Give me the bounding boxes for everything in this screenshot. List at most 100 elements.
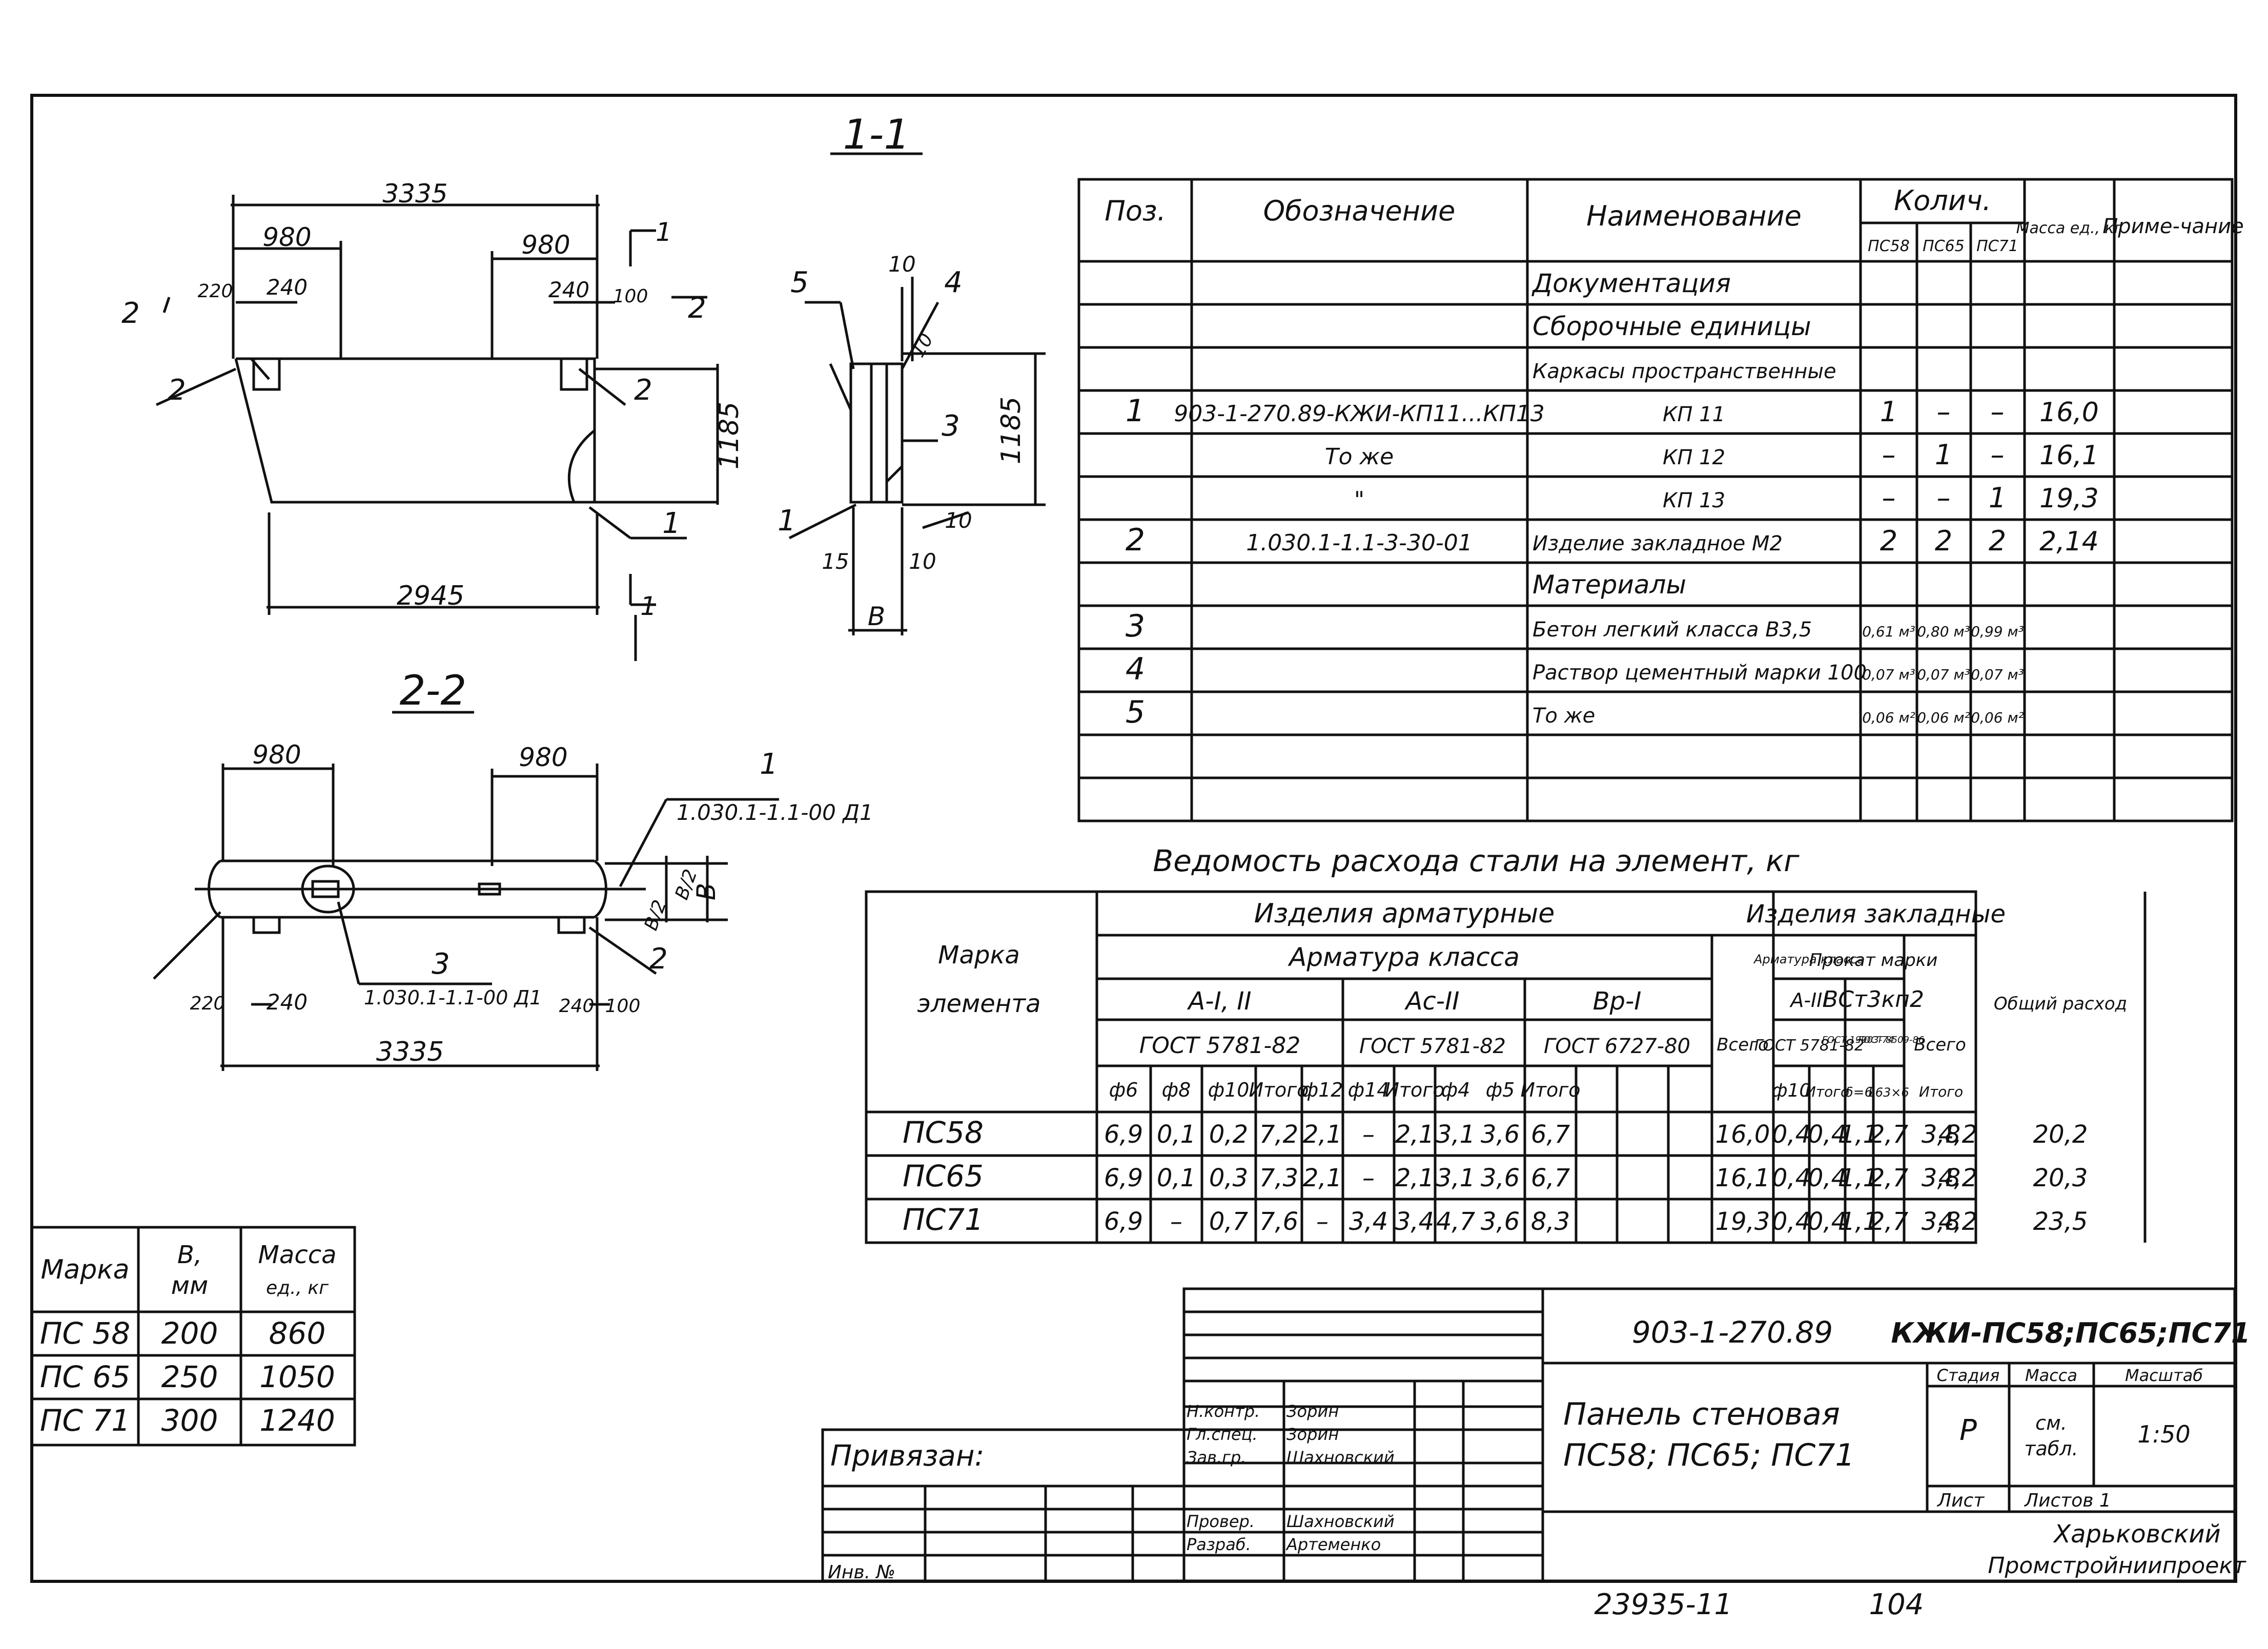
dim-240-left-2: 240	[267, 990, 308, 1015]
spec-row-q3: 2	[1989, 525, 2006, 557]
dim-15: 15	[822, 549, 849, 574]
spec-header-qty-c: ПС71	[1976, 237, 2018, 255]
dim-980-left-2: 980	[252, 740, 301, 770]
steel-row-value: 2,1	[1395, 1164, 1434, 1192]
steel-row-value: 6,9	[1104, 1164, 1143, 1192]
steel-row-value: 0,2	[1209, 1120, 1248, 1149]
steel-header-arm-items: Изделия арматурные	[1254, 898, 1555, 929]
steel-row-value: 0,4	[1808, 1164, 1847, 1192]
steel-row-mark: ПС71	[903, 1202, 984, 1237]
mark-header-b: В,	[177, 1241, 202, 1269]
spec-table-grid	[1077, 178, 2234, 822]
mark-header-b-unit: мм	[171, 1271, 208, 1300]
steel-row-value: –	[1362, 1120, 1375, 1149]
mark-row-b: 300	[161, 1403, 218, 1438]
steel-row-value: 2,7	[1869, 1207, 1909, 1236]
dim-100-2: 100	[605, 996, 641, 1017]
title-attached: Привязан:	[830, 1439, 984, 1473]
steel-row-value: 0,4	[1772, 1207, 1811, 1236]
steel-row-value: 1,1	[1840, 1120, 1878, 1149]
steel-subheader-emb-total: Итого	[1805, 1083, 1849, 1100]
steel-row-mark: ПС58	[903, 1115, 984, 1150]
steel-header-emb-arm: Арматура класса	[1753, 952, 1865, 966]
spec-row-q1: 1	[1880, 396, 1897, 428]
spec-row-q3: 0,07 м³	[1971, 666, 2024, 683]
steel-row-value: 6,9	[1104, 1120, 1143, 1149]
steel-header-overall: Общий расход	[1994, 994, 2127, 1014]
title-sign-name: Зорин	[1286, 1401, 1339, 1421]
spec-header-mass: Масса ед., кг	[2016, 219, 2122, 237]
steel-row-value: 0,1	[1157, 1164, 1196, 1192]
dim-220: 220	[198, 281, 233, 302]
dim-10-bottom: 10	[945, 508, 972, 533]
spec-row-q1: 0,06 м²	[1862, 709, 1915, 726]
steel-header-a1: А-I, II	[1187, 987, 1251, 1016]
spec-row-name: КП 13	[1663, 489, 1725, 512]
steel-header-gost-c: ГОСТ 6727-80	[1544, 1035, 1690, 1058]
dim-3335-top: 3335	[382, 179, 447, 209]
title-sheet-code: КЖИ-ПС58;ПС65;ПС71	[1891, 1317, 2251, 1349]
steel-header-rolled: Прокат марки	[1809, 950, 1938, 971]
steel-row-value: 2,1	[1303, 1120, 1342, 1149]
mark-1-2: 1	[760, 748, 778, 781]
dim-b-2: B	[691, 883, 721, 900]
steel-subheader: ф8	[1162, 1079, 1191, 1101]
spec-row-name: Материалы	[1533, 570, 1686, 600]
title-sign-role: Гл.спец.	[1187, 1425, 1258, 1444]
title-sign-name: Артеменко	[1285, 1535, 1381, 1554]
dim-980-right: 980	[521, 230, 570, 260]
dim-10-top: 10	[888, 252, 915, 277]
spec-header-qty-a: ПС58	[1868, 237, 1910, 255]
spec-row-designation: 1.030.1-1.1-3-30-01	[1246, 530, 1472, 556]
dim-240-right: 240	[548, 277, 589, 302]
steel-subheader: Итого	[1249, 1079, 1309, 1101]
mark-header-mass-unit: ед., кг	[266, 1277, 329, 1298]
steel-row-value: 19,3	[1715, 1207, 1770, 1236]
spec-row-name: Раствор цементный марки 100	[1533, 661, 1867, 685]
mark-table-grid	[30, 1226, 356, 1447]
steel-row-value: 0,3	[1209, 1164, 1248, 1192]
mark-row-b: 200	[161, 1316, 218, 1351]
spec-row-q1: 0,61 м³	[1862, 623, 1915, 640]
spec-row-name: Каркасы пространственные	[1533, 360, 1836, 383]
mark-2-left: 2	[168, 374, 186, 407]
steel-header-emb-a3: А-III	[1789, 989, 1828, 1012]
steel-subheader: Итого	[1384, 1079, 1444, 1101]
steel-row-mark: ПС65	[903, 1159, 984, 1193]
dim-100: 100	[613, 286, 648, 307]
title-sign-name: Зорин	[1286, 1425, 1339, 1444]
steel-header-gost-b: ГОСТ 5781-82	[1359, 1035, 1506, 1058]
title-sign-name: Шахновский	[1286, 1512, 1395, 1531]
steel-row-value: 3,8	[1922, 1120, 1960, 1149]
title-block-grid	[821, 1287, 2236, 1582]
steel-row-value: 1,1	[1840, 1164, 1878, 1192]
steel-row-value: 2,7	[1869, 1120, 1909, 1149]
steel-row-value: 3,4	[1395, 1207, 1434, 1236]
steel-row-value: –	[1316, 1207, 1329, 1236]
spec-row-q2: 0,06 м²	[1917, 709, 1970, 726]
spec-row-q2: 2	[1935, 525, 1952, 557]
steel-row-value: 3,6	[1481, 1120, 1520, 1149]
steel-row-value: –	[1170, 1207, 1182, 1236]
steel-header-emb-gost: ГОСТ 5781-82	[1754, 1037, 1864, 1055]
section-1-1	[155, 195, 719, 661]
steel-row-value: 2,1	[1303, 1164, 1342, 1192]
title-sign-name: Шахновский	[1286, 1448, 1395, 1467]
mark-header-mass: Масса	[258, 1241, 336, 1269]
spec-row-name: Документация	[1531, 269, 1731, 298]
steel-row-value: 4,2	[1938, 1207, 1977, 1236]
title-scale-label: Масштаб	[2125, 1366, 2203, 1385]
steel-subheader: Итого	[1520, 1079, 1580, 1101]
steel-row-value: 2,1	[1395, 1120, 1434, 1149]
spec-row-q2: 0,07 м³	[1917, 666, 1970, 683]
steel-row-value: 20,2	[2033, 1120, 2088, 1149]
mark-row-mark: ПС 71	[40, 1403, 130, 1438]
title-sign-role: Разраб.	[1187, 1535, 1251, 1554]
spec-row-pos: 5	[1126, 694, 1145, 730]
spec-row-mass: 19,3	[2039, 483, 2099, 514]
steel-row-value: 6,7	[1531, 1164, 1570, 1192]
steel-row-value: 0,4	[1808, 1120, 1847, 1149]
mark-1-side: 1	[778, 504, 796, 538]
steel-header-rolled-grade: ВСт3кп2	[1823, 986, 1924, 1013]
steel-subheader-rolled-l: L63×6	[1868, 1085, 1909, 1100]
